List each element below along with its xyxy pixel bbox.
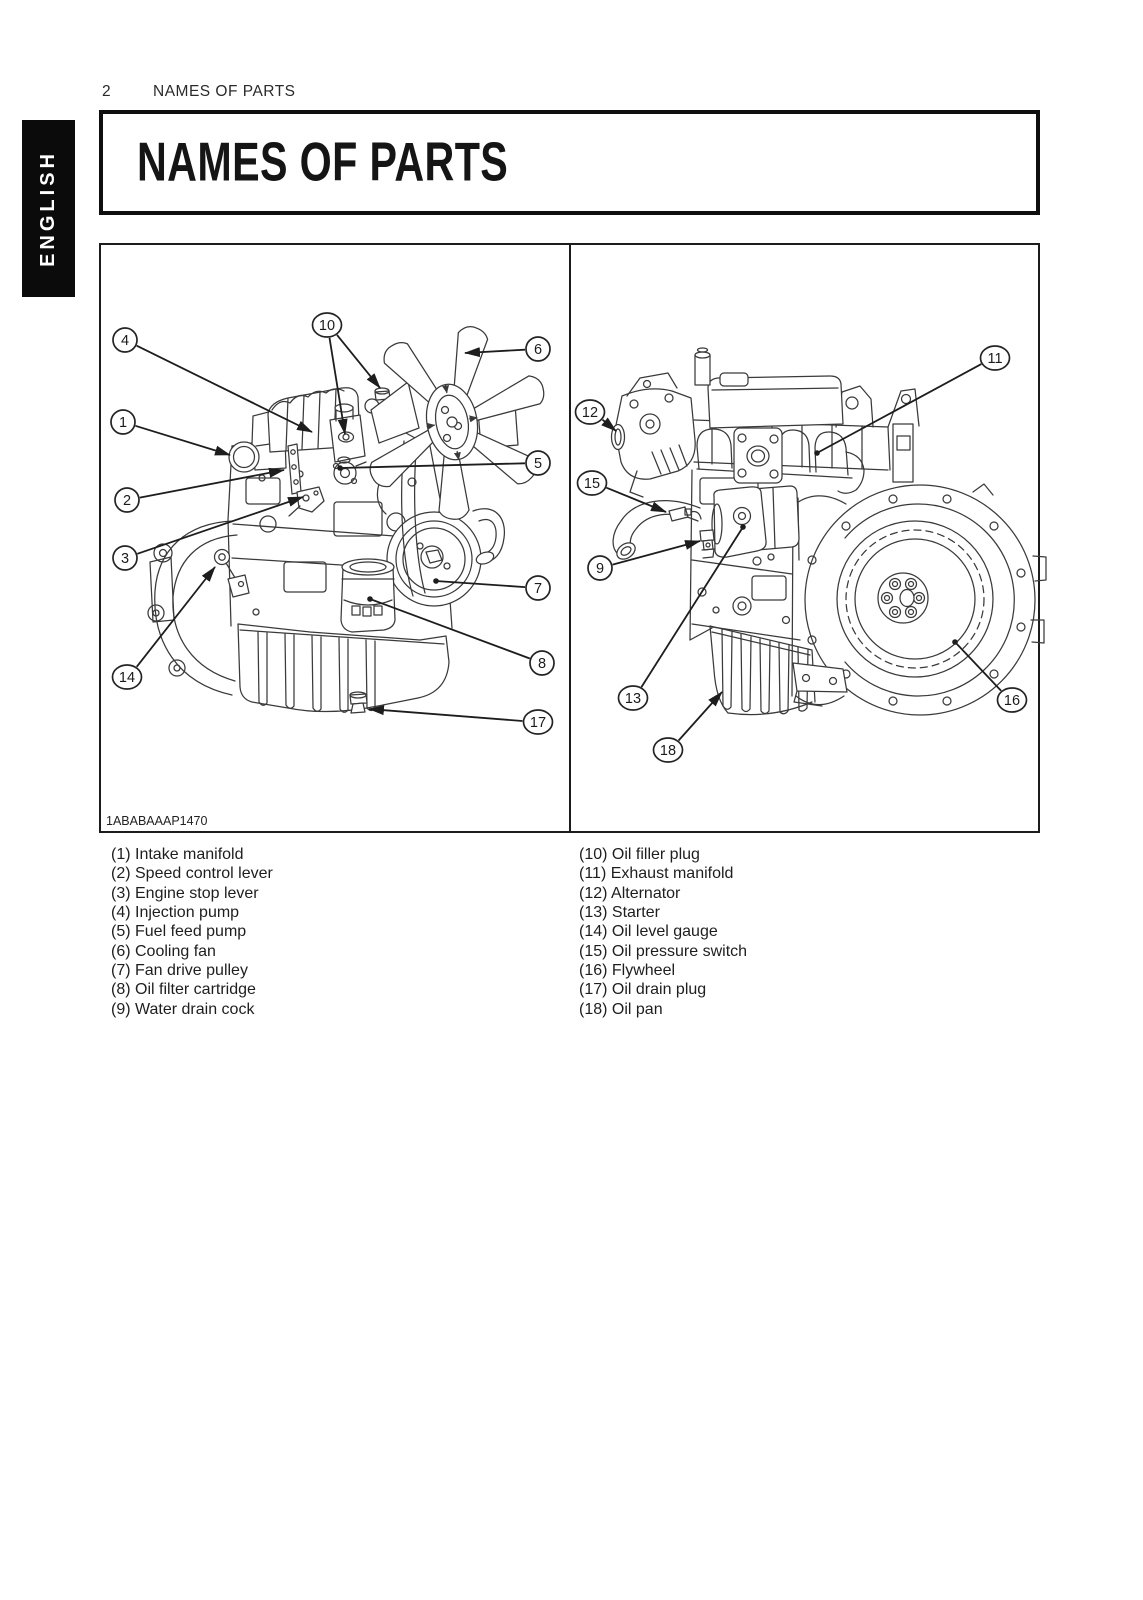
running-header: NAMES OF PARTS xyxy=(153,83,296,100)
figure-frame: 1ABABAAAP1470 xyxy=(99,243,1040,833)
chapter-title-banner: NAMES OF PARTS xyxy=(99,110,1040,215)
parts-list-item: (6) Cooling fan xyxy=(111,942,216,960)
figure-divider xyxy=(569,245,571,831)
parts-list-item: (13) Starter xyxy=(579,904,660,922)
parts-list-item: (16) Flywheel xyxy=(579,962,676,980)
parts-list-right-column: (10) Oil filler plug (11) Exhaust manifol… xyxy=(579,845,747,1019)
figure-caption: 1ABABAAAP1470 xyxy=(106,814,208,828)
parts-list-item: (17) Oil drain plug xyxy=(579,981,707,999)
parts-list-item: (18) Oil pan xyxy=(579,1000,663,1018)
chapter-title: NAMES OF PARTS xyxy=(137,130,509,193)
parts-list-left-column: (1) Intake manifold (2) Speed control lev… xyxy=(111,845,273,1019)
parts-list-item: (5) Fuel feed pump xyxy=(111,923,247,941)
parts-list-item: (10) Oil filler plug xyxy=(579,846,700,863)
parts-list-item: (4) Injection pump xyxy=(111,904,240,922)
language-tab: ENGLISH xyxy=(22,120,75,297)
parts-list-item: (8) Oil filter cartridge xyxy=(111,981,256,999)
parts-list-item: (9) Water drain cock xyxy=(111,1000,255,1018)
parts-list-item: (15) Oil pressure switch xyxy=(579,942,748,960)
parts-list-item: (7) Fan drive pulley xyxy=(111,962,248,980)
page-number: 2 xyxy=(102,83,111,100)
parts-list-item: (3) Engine stop lever xyxy=(111,884,259,902)
parts-list-item: (2) Speed control lever xyxy=(111,865,273,883)
parts-list-item: (11) Exhaust manifold xyxy=(579,865,734,883)
language-tab-label: ENGLISH xyxy=(37,150,59,267)
parts-list-item: (1) Intake manifold xyxy=(111,846,244,863)
parts-list-item: (14) Oil level gauge xyxy=(579,923,718,941)
parts-list-item: (12) Alternator xyxy=(579,884,681,902)
